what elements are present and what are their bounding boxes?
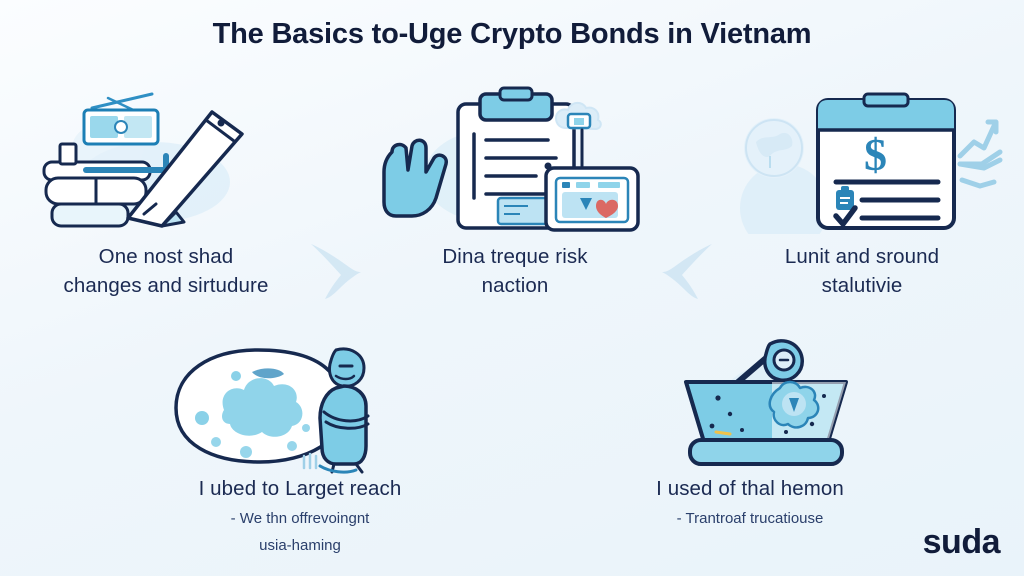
info-item-1: One nost shad changes and sirtudure [16,86,316,300]
info-item-2: Dina treque risk naction [370,86,660,300]
svg-text:$: $ [864,129,887,180]
info-item-5-caption-line1: I used of thal hemon [656,477,844,500]
info-item-4-subcaption-line1: - We thn offrevoingnt [230,510,370,528]
info-item-4: I ubed to Larget reach - We thn offrevoi… [140,336,460,557]
chevron-left-icon [652,238,720,300]
dollar-checklist-clipboard-icon: $ [712,86,1012,234]
chevron-right-icon [303,238,371,300]
info-item-1-caption-line1: One nost shad [98,245,234,268]
info-item-4-caption-line1: I ubed to Larget reach [198,477,402,500]
info-item-4-subcaption-line2: usia-haming [259,536,341,554]
documents-and-pen-icon [16,86,316,234]
info-item-1-caption-line2: changes and sirtudure [63,274,269,298]
basket-magnifier-icon [590,336,910,474]
person-with-blob-icon [140,336,460,474]
info-item-2-caption-line2: naction [481,274,549,298]
info-item-5: I used of thal hemon - Trantroaf trucati… [590,336,910,530]
info-item-3-caption-line1: Lunit and sround [784,245,940,268]
clipboard-hand-pointer-icon [370,86,660,234]
info-item-3-caption-line2: stalutivie [821,274,903,298]
info-item-5-subcaption-line1: - Trantroaf trucatiouse [676,510,824,528]
info-item-2-caption-line1: Dina treque risk [442,245,588,268]
brand-logo: suda [922,523,1001,561]
page-title: The Basics to-Uge Crypto Bonds in Vietna… [212,18,812,50]
info-item-3: $ [712,86,1012,300]
